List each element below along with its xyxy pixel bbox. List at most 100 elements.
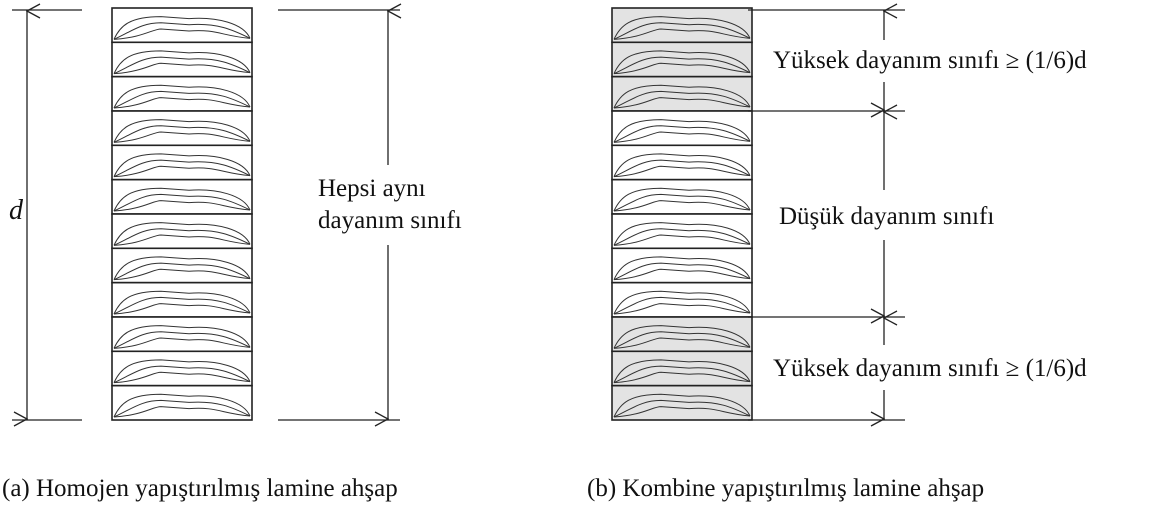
grain-line — [613, 119, 751, 143]
grain-line — [613, 16, 751, 40]
lamination — [611, 350, 753, 387]
grain-line — [613, 393, 751, 418]
grain-line — [613, 125, 751, 143]
grain-line — [113, 371, 251, 384]
grain-line — [613, 131, 751, 143]
lamination — [611, 384, 753, 421]
grain-line — [613, 187, 751, 212]
grain-line — [613, 359, 751, 383]
grain-line — [613, 90, 751, 109]
grain-line — [113, 365, 251, 384]
lamination — [611, 110, 753, 147]
grain-line — [113, 56, 251, 75]
grain-line — [113, 296, 251, 315]
lamination — [611, 75, 753, 112]
grain-line — [613, 365, 751, 384]
grain-line — [113, 228, 251, 246]
grain-line — [613, 193, 751, 212]
grain-line — [613, 28, 751, 40]
grain-line — [613, 256, 751, 280]
grain-line — [613, 56, 751, 75]
grain-line — [113, 97, 251, 109]
grain-line — [113, 393, 251, 418]
grain-line — [613, 84, 751, 109]
grain-line — [113, 337, 251, 349]
grain-line — [113, 50, 251, 74]
lamination — [611, 281, 753, 318]
grain-line — [113, 84, 251, 109]
beam-b — [611, 7, 753, 421]
lamination — [111, 41, 253, 78]
grain-line — [613, 296, 751, 315]
grain-line — [113, 159, 251, 178]
grain-line — [113, 193, 251, 212]
grain-line — [113, 125, 251, 143]
annotation-same-class-line2: dayanım sınıfı — [318, 207, 462, 234]
grain-line — [113, 165, 251, 178]
label-top-high-strength: Yüksek dayanım sınıfı ≥ (1/6)d — [773, 47, 1087, 74]
grain-line — [113, 187, 251, 212]
grain-line — [613, 222, 751, 246]
panel-a — [12, 8, 400, 420]
lamination — [111, 247, 253, 284]
lamination — [111, 350, 253, 387]
grain-line — [613, 337, 751, 349]
lamination — [111, 75, 253, 112]
grain-line — [613, 268, 751, 281]
grain-line — [613, 200, 751, 212]
grain-line — [613, 303, 751, 315]
lamination — [111, 7, 253, 44]
grain-line — [613, 290, 751, 315]
grain-line — [113, 262, 251, 281]
grain-line — [113, 234, 251, 246]
grain-line — [113, 303, 251, 315]
lamination — [111, 316, 253, 353]
grain-line — [113, 90, 251, 109]
grain-line — [613, 62, 751, 75]
grain-line — [113, 325, 251, 349]
grain-line — [113, 200, 251, 212]
grain-line — [613, 331, 751, 349]
grain-line — [613, 406, 751, 418]
label-bottom-high-strength: Yüksek dayanım sınıfı ≥ (1/6)d — [773, 355, 1087, 382]
grain-line — [113, 290, 251, 315]
lamination — [111, 144, 253, 181]
grain-line — [113, 268, 251, 281]
grain-line — [613, 399, 751, 418]
lamination — [111, 213, 253, 250]
grain-line — [113, 153, 251, 177]
grain-line — [113, 256, 251, 280]
grain-line — [113, 22, 251, 40]
grain-line — [113, 331, 251, 349]
grain-line — [113, 359, 251, 383]
grain-line — [613, 165, 751, 178]
lamination — [611, 41, 753, 78]
grain-line — [613, 228, 751, 246]
grain-line — [113, 119, 251, 143]
lamination — [611, 213, 753, 250]
grain-line — [613, 371, 751, 384]
grain-line — [613, 159, 751, 178]
lamination — [111, 178, 253, 215]
lamination — [611, 144, 753, 181]
grain-line — [113, 28, 251, 40]
grain-line — [613, 262, 751, 281]
lamination — [611, 178, 753, 215]
grain-line — [113, 399, 251, 418]
grain-line — [613, 97, 751, 109]
lamination — [111, 384, 253, 421]
dimension-label-d: d — [9, 195, 23, 226]
grain-line — [113, 222, 251, 246]
lamination — [611, 316, 753, 353]
grain-line — [613, 22, 751, 40]
lamination — [111, 281, 253, 318]
grain-line — [613, 153, 751, 177]
panel-b — [611, 7, 905, 421]
grain-line — [113, 406, 251, 418]
caption-b: (b) Kombine yapıştırılmış lamine ahşap — [587, 475, 985, 502]
grain-line — [113, 16, 251, 40]
caption-a: (a) Homojen yapıştırılmış lamine ahşap — [2, 475, 398, 502]
grain-line — [113, 62, 251, 75]
lamination — [611, 247, 753, 284]
